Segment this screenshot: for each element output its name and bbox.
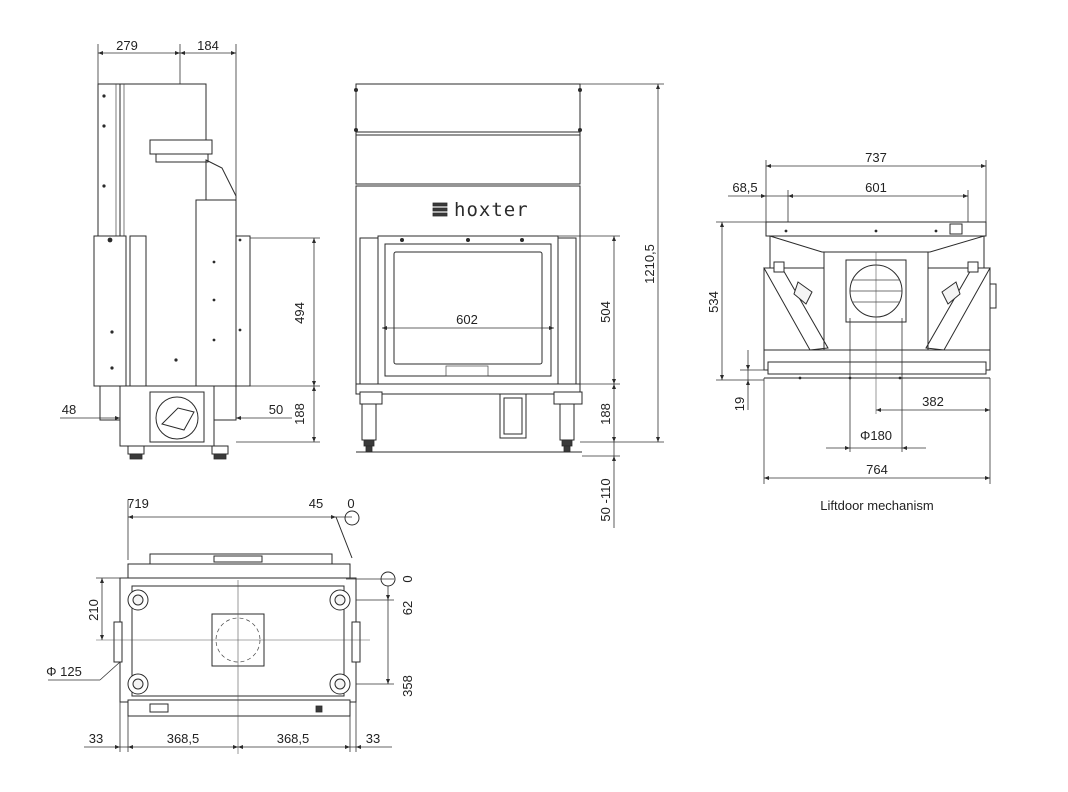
dim-62: 62	[400, 601, 415, 615]
side-view: 279 184 494 188 48 50	[60, 38, 320, 460]
dim-33-right: 33	[366, 731, 380, 746]
dim-48: 48	[62, 402, 76, 417]
dim-19: 19	[732, 397, 747, 411]
dim-0-right: 0	[400, 575, 415, 582]
dim-188-side: 188	[292, 403, 307, 425]
dim-legs: 50 -110	[598, 478, 613, 521]
dim-719: 719	[127, 496, 149, 511]
dim-188-front: 188	[598, 403, 613, 425]
dim-764: 764	[866, 462, 888, 477]
front-view: hoxter 602	[354, 83, 664, 528]
dim-279: 279	[116, 38, 138, 53]
dim-494: 494	[292, 302, 307, 324]
brand-logo: hoxter	[454, 199, 529, 221]
top-view: 719 45 0 0	[46, 496, 415, 754]
dim-0-top: 0	[347, 496, 354, 511]
dim-phi125: Φ 125	[46, 664, 82, 679]
dim-210: 210	[86, 599, 101, 621]
dim-68-5: 68,5	[732, 180, 757, 195]
dim-368-5-right: 368,5	[277, 731, 310, 746]
dim-50: 50	[269, 402, 283, 417]
liftdoor-caption: Liftdoor mechanism	[820, 498, 933, 513]
dim-33-left: 33	[89, 731, 103, 746]
dim-184: 184	[197, 38, 219, 53]
dim-737: 737	[865, 150, 887, 165]
dim-368-5-left: 368,5	[167, 731, 200, 746]
dim-601: 601	[865, 180, 887, 195]
dim-534: 534	[706, 291, 721, 313]
dim-382: 382	[922, 394, 944, 409]
dim-phi180: Φ180	[860, 428, 892, 443]
dim-602: 602	[456, 312, 478, 327]
liftdoor-view: 737 601 68,5	[706, 150, 997, 513]
dim-358: 358	[400, 675, 415, 697]
dim-45: 45	[309, 496, 323, 511]
dim-504: 504	[598, 301, 613, 323]
dim-1210-5: 1210,5	[642, 244, 657, 284]
